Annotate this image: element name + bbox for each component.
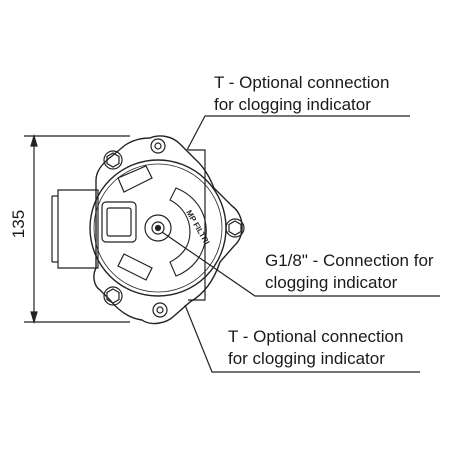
lever-bottom <box>117 253 153 281</box>
center-port <box>151 221 165 235</box>
callout-bottom: T - Optional connection for clogging ind… <box>228 326 403 370</box>
indicator-window <box>101 201 137 243</box>
center-boss <box>144 214 172 242</box>
leader-bottom <box>184 304 420 373</box>
dimension-label: 135 <box>9 209 28 239</box>
callout-bottom-line2: for clogging indicator <box>228 349 385 368</box>
bolt-bottom <box>152 302 168 318</box>
nameplate <box>169 187 207 277</box>
left-port-housing <box>57 189 99 269</box>
nameplate-brand: MP FILTRI <box>184 209 211 247</box>
dimension-arrow-top <box>30 133 38 147</box>
bolt-top-left <box>103 150 123 170</box>
callout-middle-line1: G1/8" - Connection for <box>265 251 434 270</box>
right-port-housing <box>188 149 206 301</box>
callout-bottom-line1: T - Optional connection <box>228 327 404 346</box>
bolt-bottom-left <box>103 286 123 306</box>
callout-top-line2: for clogging indicator <box>214 95 371 114</box>
callout-middle: G1/8" - Connection for clogging indicato… <box>265 250 434 294</box>
dimension-arrow-bottom <box>30 311 38 325</box>
bolt-top <box>150 138 166 154</box>
leader-top <box>186 115 410 151</box>
callout-top-line1: T - Optional connection <box>214 73 390 92</box>
callout-middle-line2: clogging indicator <box>265 273 398 292</box>
bolt-right <box>225 218 245 238</box>
leader-middle <box>161 231 440 297</box>
lever-top <box>117 165 153 193</box>
filter-head-outline <box>93 135 243 325</box>
callout-top: T - Optional connection for clogging ind… <box>214 72 389 116</box>
